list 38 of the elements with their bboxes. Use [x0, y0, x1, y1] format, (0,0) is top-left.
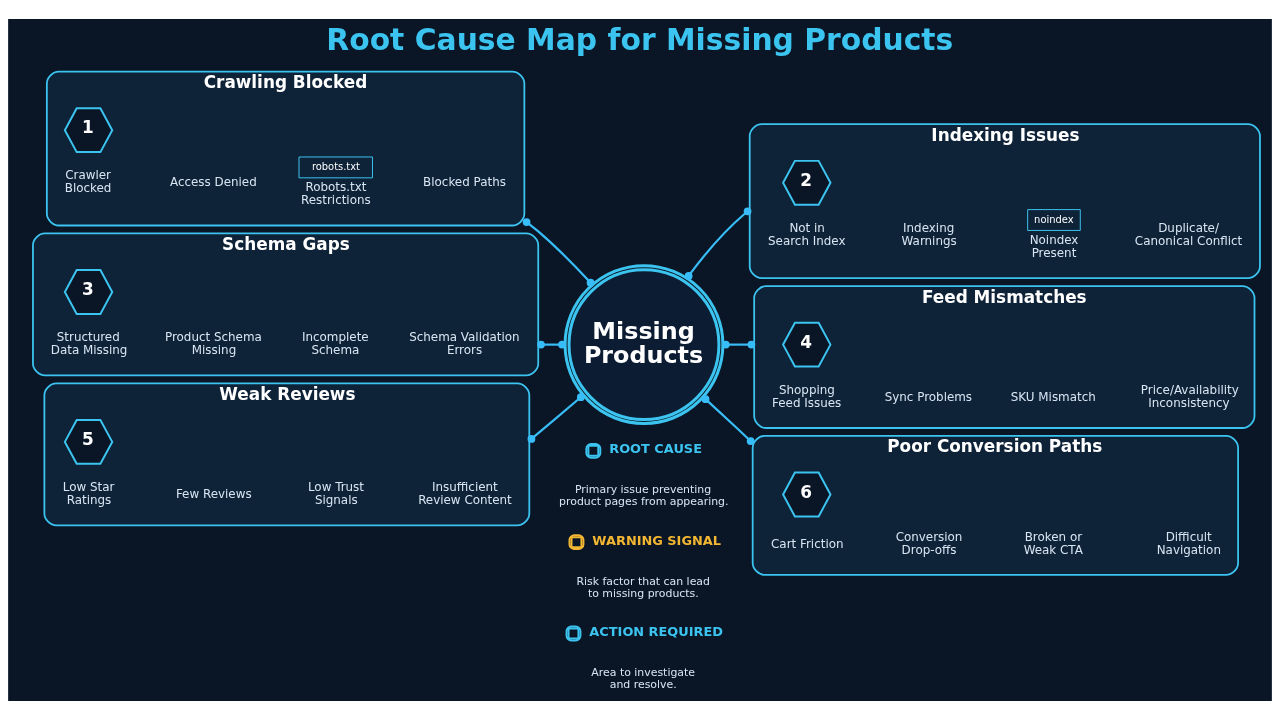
node-text: Shopping Feed Issues: [772, 382, 842, 410]
node-text: Access Denied: [169, 175, 257, 190]
node-text: Crawler Blocked: [64, 168, 112, 196]
connector: [684, 207, 752, 280]
node-text: Sync Problems: [884, 389, 973, 404]
node-text: Product Schema Missing: [164, 330, 262, 358]
node-text: Incomplete Schema: [301, 330, 369, 358]
node-box: robots.txt: [298, 156, 373, 179]
connector: [721, 340, 756, 349]
node-text: Duplicate/ Canonical Conflict: [1134, 221, 1243, 248]
legend-label: ACTION REQUIRED: [589, 623, 724, 639]
node-text: Schema Validation Errors: [409, 330, 520, 358]
legend-label: ROOT CAUSE: [609, 441, 702, 457]
connector: [701, 395, 755, 445]
diagram-title: Root Cause Map for Missing Products: [326, 21, 954, 57]
node-box: noindex: [1027, 209, 1081, 231]
node-label: Robots.txt Restrictions: [300, 180, 371, 208]
node-text: Conversion Drop-offs: [895, 529, 963, 557]
node-label: Noindex Present: [1029, 232, 1079, 260]
label: Risk factor that can lead to missing products.: [576, 574, 710, 600]
node-text: Indexing Warnings: [901, 221, 957, 248]
legend-label: WARNING SIGNAL: [592, 532, 721, 548]
node-text: Low Trust Signals: [307, 480, 365, 508]
node-text: Not in Search Index: [768, 221, 846, 248]
node-text: Structured Data Missing: [50, 330, 128, 358]
node-text: Price/Availability Inconsistency: [1140, 382, 1239, 410]
label: Area to investigate and resolve.: [591, 665, 696, 691]
connector: [522, 218, 595, 287]
connector: [527, 393, 585, 443]
node-text: Insufficient Review Content: [418, 480, 512, 508]
label: Primary issue preventing product pages from appearing.: [559, 483, 729, 509]
node-text: Broken or Weak CTA: [1023, 529, 1083, 557]
node-text: Cart Friction: [771, 536, 844, 551]
node-text: Blocked Paths: [423, 175, 506, 190]
node-text: SKU Mismatch: [1010, 389, 1096, 404]
node-text: Difficult Navigation: [1156, 529, 1221, 557]
node-text: Low Star Ratings: [62, 480, 115, 508]
node-text: Few Reviews: [175, 487, 252, 502]
